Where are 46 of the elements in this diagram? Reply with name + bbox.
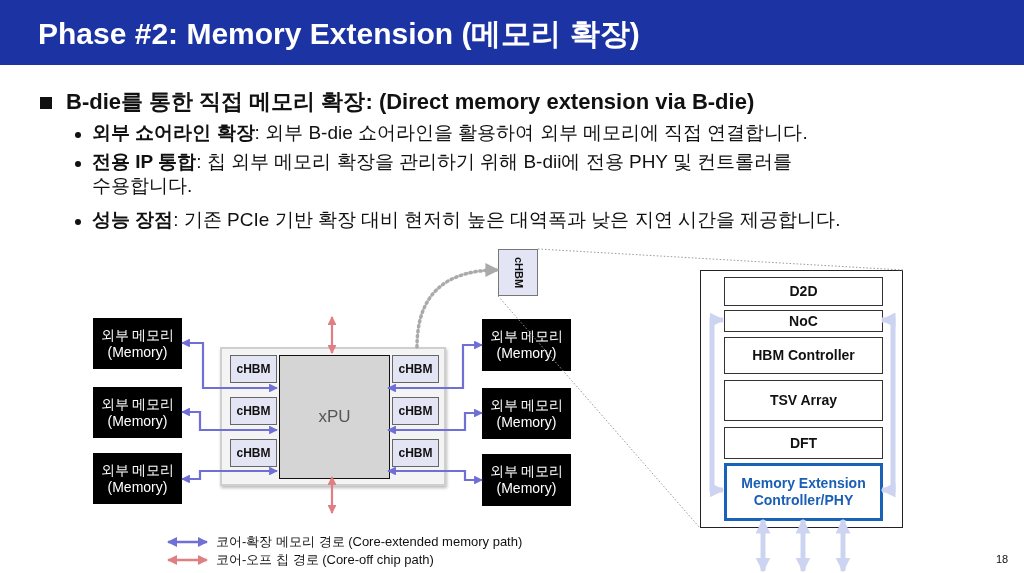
chbm-block: cHBM bbox=[392, 397, 439, 425]
memory-box: 외부 메모리 (Memory) bbox=[93, 318, 182, 369]
slide-title: Phase #2: Memory Extension (메모리 확장) bbox=[38, 16, 640, 52]
chbm-block: cHBM bbox=[392, 439, 439, 467]
arrow bbox=[327, 476, 337, 514]
arrow bbox=[181, 407, 278, 435]
bullet-heading: B-die를 통한 직접 메모리 확장: (Direct memory extension via B-die) bbox=[66, 88, 756, 116]
chbm-block: cHBM bbox=[392, 355, 439, 383]
arrow bbox=[181, 338, 278, 393]
arrow bbox=[755, 518, 771, 573]
die-box bbox=[700, 270, 903, 528]
bullet-text: 외부 쇼어라인 확장: 외부 B-die 쇼어라인을 활용하여 외부 메모리에 직접 연결합니다. bbox=[92, 121, 809, 145]
arrow bbox=[415, 263, 500, 349]
arrow bbox=[387, 408, 483, 435]
memory-box: 외부 메모리 (Memory) bbox=[93, 387, 182, 438]
arrow bbox=[181, 466, 278, 484]
chbm-block: cHBM bbox=[498, 249, 538, 296]
page-number: 18 bbox=[996, 553, 1010, 567]
memory-box: 외부 메모리 (Memory) bbox=[93, 453, 182, 504]
memory-box: 외부 메모리 (Memory) bbox=[482, 454, 571, 506]
layer-box: DFT bbox=[724, 427, 883, 459]
legend-text: 코어-오프 칩 경로 (Core-off chip path) bbox=[216, 551, 434, 569]
layer-box: HBM Controller bbox=[724, 337, 883, 374]
chbm-block: cHBM bbox=[230, 439, 277, 467]
layer-box: D2D bbox=[724, 277, 883, 306]
xpu-block: xPU bbox=[279, 355, 390, 479]
arrow bbox=[387, 340, 483, 393]
arrow bbox=[880, 312, 896, 498]
layer-box: TSV Array bbox=[724, 380, 883, 421]
zoom-leader-line bbox=[497, 295, 701, 529]
chbm-block: cHBM bbox=[230, 397, 277, 425]
bullet-text: 성능 장점: 기존 PCIe 기반 확장 대비 현저히 높은 대역폭과 낮은 지연 시간을 제공합니다. bbox=[92, 208, 842, 232]
controller-box: Memory Extension Controller/PHY bbox=[724, 463, 883, 521]
arrow bbox=[327, 316, 337, 354]
arrow bbox=[795, 518, 811, 573]
memory-box: 외부 메모리 (Memory) bbox=[482, 388, 571, 439]
arrow bbox=[709, 312, 725, 498]
chbm-block: cHBM bbox=[230, 355, 277, 383]
bullet-text: 전용 IP 통합: 칩 외부 메모리 확장을 관리하기 위해 B-dii에 전용 PHY 및 컨트롤러를 수용합니다. bbox=[92, 150, 794, 198]
arrow bbox=[835, 518, 851, 573]
legend-text: 코어-확장 메모리 경로 (Core-extended memory path) bbox=[216, 533, 523, 551]
layer-box: NoC bbox=[724, 310, 883, 332]
arrow bbox=[387, 466, 483, 485]
zoom-leader-line bbox=[537, 248, 904, 271]
package-box bbox=[220, 347, 446, 486]
memory-box: 외부 메모리 (Memory) bbox=[482, 319, 571, 371]
